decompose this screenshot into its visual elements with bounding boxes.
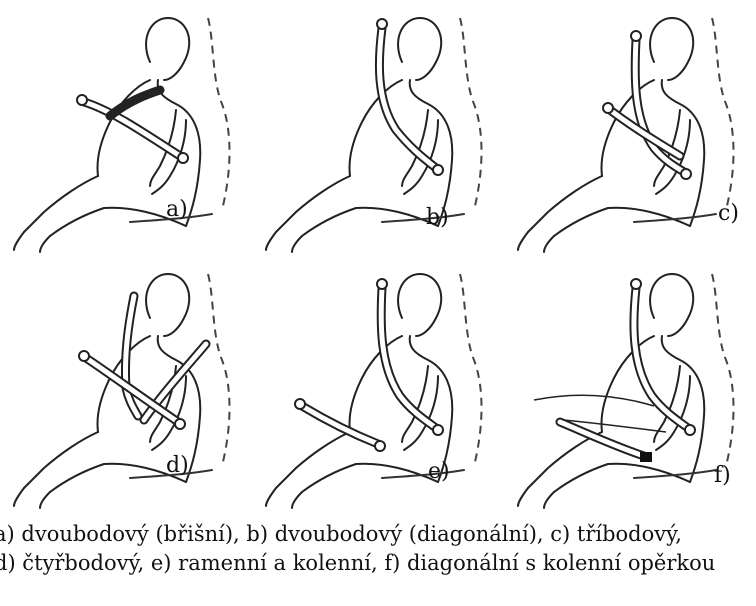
panel-label-a: a) xyxy=(166,197,188,222)
panel-b: b) xyxy=(252,0,504,256)
panel-label-c: c) xyxy=(718,201,739,226)
three-point-belt xyxy=(603,31,691,179)
diagonal-belt-knee-bolster xyxy=(534,279,695,462)
panel-f: f) xyxy=(504,256,756,512)
panel-label-f: f) xyxy=(714,463,731,488)
panel-d: d) xyxy=(0,256,252,512)
panel-c: c) xyxy=(504,0,756,256)
figure-caption: a) dvoubodový (břišní), b) dvoubodový (d… xyxy=(0,520,756,578)
panel-label-b: b) xyxy=(426,205,449,230)
caption-line-1: a) dvoubodový (břišní), b) dvoubodový (d… xyxy=(0,520,756,549)
panel-label-e: e) xyxy=(428,459,450,484)
caption-line-2: d) čtyřbodový, e) ramenní a kolenní, f) … xyxy=(0,549,756,578)
panel-a: a) xyxy=(0,0,252,256)
panel-e: e) xyxy=(252,256,504,512)
panel-label-d: d) xyxy=(166,453,189,478)
